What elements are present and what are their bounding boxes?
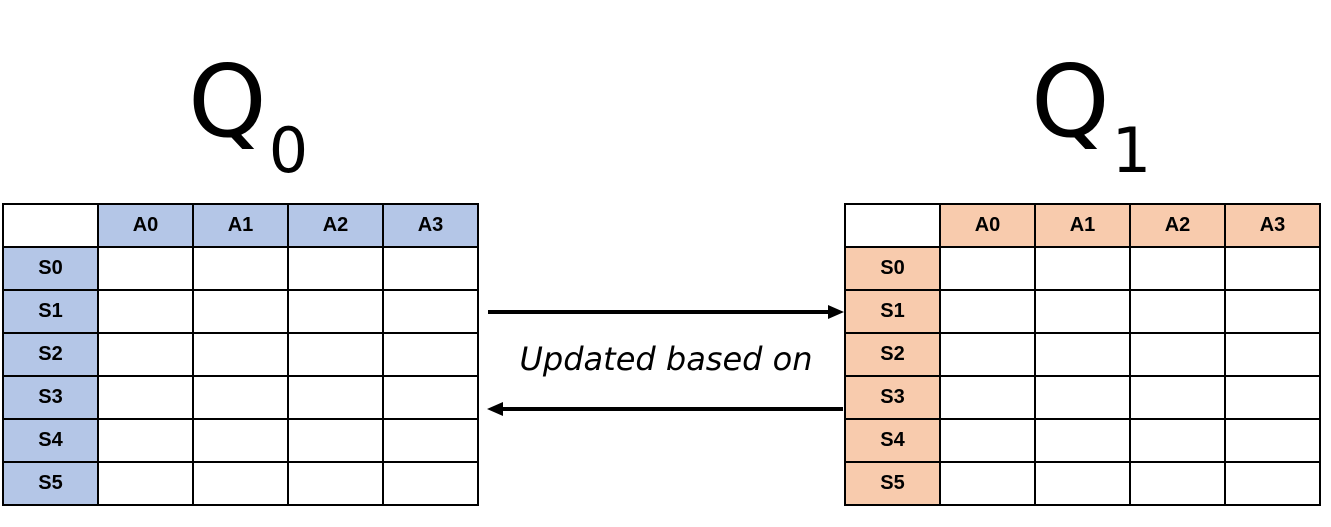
q0-value-cell <box>97 418 194 463</box>
q0-value-cell <box>382 246 479 291</box>
q0-value-cell <box>287 332 384 377</box>
q0-value-cell <box>192 332 289 377</box>
q1-value-cell <box>1034 375 1131 420</box>
q1-value-cell <box>1129 246 1226 291</box>
q0-table-row: S3 <box>2 375 479 420</box>
q0-value-cell <box>382 418 479 463</box>
q0-value-cell <box>192 289 289 334</box>
q0-row-header: S0 <box>2 246 99 291</box>
q0-title: Q0 <box>188 52 308 182</box>
q1-value-cell <box>1129 332 1226 377</box>
q0-table-row: S5 <box>2 461 479 506</box>
q1-row-header: S3 <box>844 375 941 420</box>
q0-value-cell <box>382 375 479 420</box>
q0-value-cell <box>192 418 289 463</box>
q0-value-cell <box>382 289 479 334</box>
q1-value-cell <box>1224 418 1321 463</box>
q1-value-cell <box>939 418 1036 463</box>
q0-col-header: A0 <box>97 203 194 248</box>
q0-table-row: S4 <box>2 418 479 463</box>
q0-col-header: A3 <box>382 203 479 248</box>
arrow-right-line <box>488 310 828 314</box>
q0-row-header: S5 <box>2 461 99 506</box>
q1-row-header: S1 <box>844 289 941 334</box>
q1-value-cell <box>939 289 1036 334</box>
q1-value-cell <box>1224 246 1321 291</box>
arrow-right-head <box>828 305 844 319</box>
q0-table-row: S0 <box>2 246 479 291</box>
q1-corner-cell <box>844 203 941 248</box>
q1-table-row: S2 <box>844 332 1321 377</box>
q0-table-row: S2 <box>2 332 479 377</box>
q0-value-cell <box>287 375 384 420</box>
q1-value-cell <box>1224 332 1321 377</box>
q1-value-cell <box>939 461 1036 506</box>
q1-value-cell <box>1129 375 1226 420</box>
q1-col-header: A0 <box>939 203 1036 248</box>
q0-value-cell <box>97 246 194 291</box>
q0-row-header: S2 <box>2 332 99 377</box>
q1-row-header: S4 <box>844 418 941 463</box>
q1-row-header: S0 <box>844 246 941 291</box>
q1-value-cell <box>1034 246 1131 291</box>
q1-value-cell <box>1034 289 1131 334</box>
q1-value-cell <box>939 375 1036 420</box>
q1-table-row: S3 <box>844 375 1321 420</box>
q0-value-cell <box>97 461 194 506</box>
q0-value-cell <box>382 332 479 377</box>
q0-value-cell <box>97 289 194 334</box>
q0-value-cell <box>192 246 289 291</box>
q0-value-cell <box>97 375 194 420</box>
q1-table-row: S0 <box>844 246 1321 291</box>
q1-value-cell <box>1129 289 1226 334</box>
q0-value-cell <box>192 375 289 420</box>
q0-value-cell <box>97 332 194 377</box>
q1-row-header: S2 <box>844 332 941 377</box>
q0-row-header: S1 <box>2 289 99 334</box>
q0-corner-cell <box>2 203 99 248</box>
q0-value-cell <box>287 461 384 506</box>
q1-title: Q1 <box>1031 52 1151 182</box>
q0-col-header: A1 <box>192 203 289 248</box>
q1-value-cell <box>1224 375 1321 420</box>
q1-title-letter: Q <box>1031 43 1110 160</box>
q1-value-cell <box>1129 461 1226 506</box>
connector-label: Updated based on <box>519 340 813 378</box>
q1-table-row: S1 <box>844 289 1321 334</box>
q0-title-letter: Q <box>188 43 267 160</box>
q1-row-header: S5 <box>844 461 941 506</box>
q0-value-cell <box>287 246 384 291</box>
q0-value-cell <box>287 289 384 334</box>
arrow-left-head <box>487 402 503 416</box>
q0-value-cell <box>192 461 289 506</box>
q0-col-header: A2 <box>287 203 384 248</box>
q1-title-subscript: 1 <box>1111 114 1152 187</box>
q0-value-cell <box>287 418 384 463</box>
q0-table-row: S1 <box>2 289 479 334</box>
q1-value-cell <box>1034 418 1131 463</box>
arrow-left-line <box>501 407 843 411</box>
q1-value-cell <box>1224 289 1321 334</box>
q1-value-cell <box>1034 461 1131 506</box>
q0-row-header: S4 <box>2 418 99 463</box>
q1-col-header: A2 <box>1129 203 1226 248</box>
q1-value-cell <box>939 246 1036 291</box>
q1-col-header: A3 <box>1224 203 1321 248</box>
q0-value-cell <box>382 461 479 506</box>
q1-col-header: A1 <box>1034 203 1131 248</box>
q1-value-cell <box>1034 332 1131 377</box>
q1-value-cell <box>939 332 1036 377</box>
q1-table-row: S5 <box>844 461 1321 506</box>
q1-table-row: S4 <box>844 418 1321 463</box>
q0-row-header: S3 <box>2 375 99 420</box>
q0-title-subscript: 0 <box>268 114 309 187</box>
q1-value-cell <box>1224 461 1321 506</box>
q1-value-cell <box>1129 418 1226 463</box>
